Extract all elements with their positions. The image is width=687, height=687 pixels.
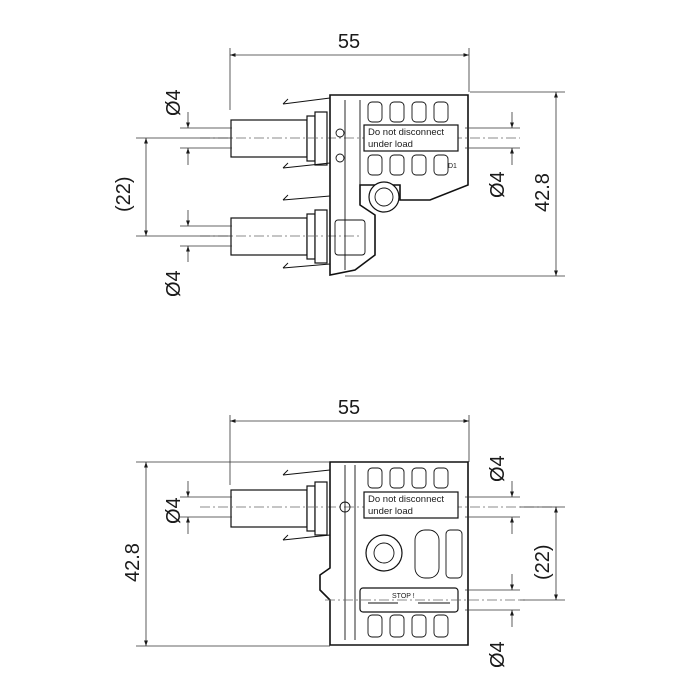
bottom-right-top-dia-label: Ø4 [487,455,509,482]
bottom-width-dimension: 55 [229,397,470,485]
top-warning-line2: under load [368,139,413,150]
top-height-dimension: 42.8 [345,91,565,277]
top-lower-dia-dimension: Ø4 [163,210,232,297]
bottom-right-top-dia-dimension: Ø4 [465,455,520,534]
bottom-height-dimension: 42.8 [122,461,330,647]
bottom-height-label: 42.8 [122,543,144,582]
top-lower-pin [200,209,360,264]
top-clip-prongs [282,97,331,269]
top-lower-dia-label: Ø4 [163,270,185,297]
bottom-left-dia-dimension: Ø4 [163,481,232,534]
top-right-dia-label: Ø4 [487,171,509,198]
top-view: 55 [113,31,565,297]
top-width-label: 55 [338,31,360,53]
bottom-clip-prongs [282,469,331,541]
top-width-dimension: 55 [229,31,470,110]
top-right-dia-dimension: Ø4 [465,112,520,198]
top-upper-dia-label: Ø4 [163,89,185,116]
bottom-right-bottom-dia-label: Ø4 [487,641,509,668]
top-upper-dia-dimension: Ø4 [163,89,232,165]
bottom-width-label: 55 [338,397,360,419]
bottom-right-bottom-dia-dimension: Ø4 [465,574,520,668]
top-upper-pin [200,111,520,166]
top-height-label: 42.8 [532,173,554,212]
top-polarity-mark: D1 [448,163,457,170]
bottom-spacing-dimension: (22) [520,506,565,601]
bottom-spacing-label: (22) [532,544,554,580]
top-spacing-label: (22) [113,176,135,212]
bottom-left-dia-label: Ø4 [163,497,185,524]
bottom-main-body: Do not disconnect under load STOP ! [319,461,525,646]
bottom-warning-line1: Do not disconnect [368,494,444,505]
top-warning-line1: Do not disconnect [368,127,444,138]
top-spacing-dimension: (22) [113,137,232,237]
bottom-view: 55 Do not disconnect [122,397,565,668]
bottom-stop-label: STOP ! [392,593,415,600]
top-main-body: Do not disconnect under load D1 [329,94,469,276]
bottom-warning-line2: under load [368,506,413,517]
